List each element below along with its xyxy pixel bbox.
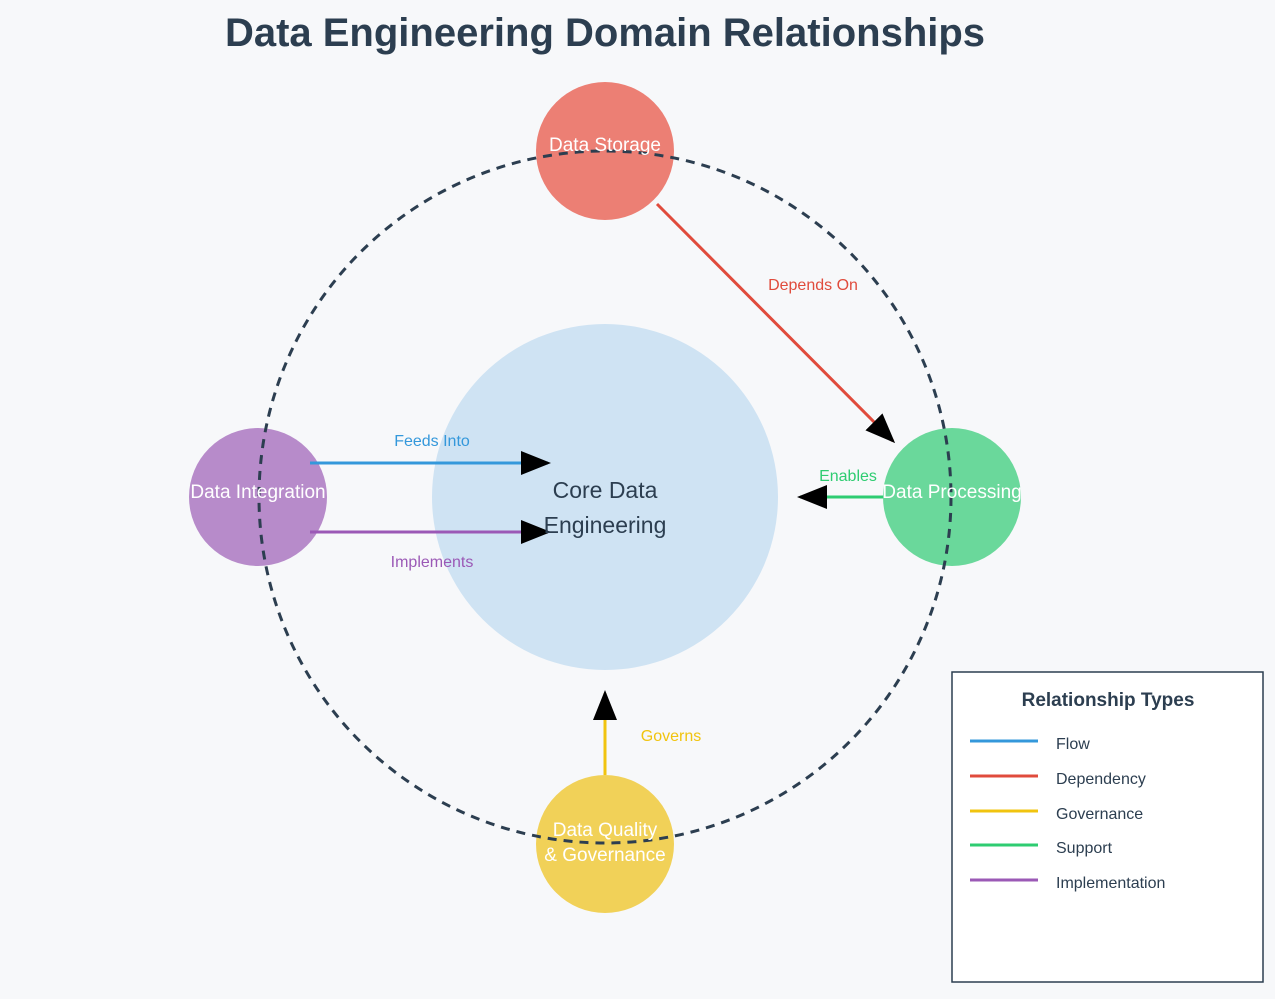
legend-label-flow: Flow: [1056, 736, 1090, 753]
legend-label-dependency: Dependency: [1056, 771, 1146, 788]
core-node-label-line1: Core Data: [553, 477, 658, 503]
legend-label-implementation: Implementation: [1056, 875, 1165, 892]
legend: Relationship Types Flow Dependency Gover…: [951, 671, 1264, 983]
edge-depends-on: [655, 202, 896, 444]
core-node: [432, 324, 778, 670]
node-data-integration: [189, 428, 327, 566]
node-label-data-quality-line2: & Governance: [544, 845, 665, 866]
legend-box: [951, 671, 1264, 983]
diagram-title: Data Engineering Domain Relationships: [225, 11, 985, 55]
node-data-storage: [536, 82, 674, 220]
node-label-data-storage: Data Storage: [549, 135, 661, 156]
node-label-data-processing: Data Processing: [882, 482, 1021, 503]
node-label-data-quality-line1: Data Quality: [553, 820, 658, 841]
legend-title: Relationship Types: [1022, 690, 1195, 711]
edge-label-enables: Enables: [819, 468, 877, 485]
node-label-data-integration: Data Integration: [190, 482, 325, 503]
edge-label-implements: Implements: [391, 554, 474, 571]
edge-label-depends-on: Depends On: [768, 277, 858, 294]
legend-label-support: Support: [1056, 840, 1113, 857]
edge-label-feeds-into: Feeds Into: [394, 433, 470, 450]
domain-ring: [257, 149, 953, 845]
edge-label-governs: Governs: [641, 728, 701, 745]
legend-label-governance: Governance: [1056, 806, 1143, 823]
node-data-quality: [536, 775, 674, 913]
core-node-label-line2: Engineering: [544, 512, 667, 538]
